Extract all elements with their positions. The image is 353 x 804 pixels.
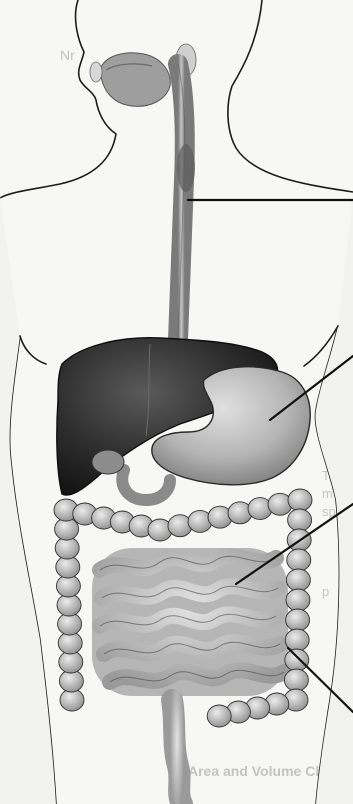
small-intestine	[92, 548, 288, 696]
colon-haustrum	[287, 549, 311, 571]
colon-haustrum	[285, 649, 309, 671]
trachea-shadow	[177, 144, 195, 192]
duodenum	[122, 470, 170, 500]
teeth	[90, 62, 102, 82]
colon-haustrum	[207, 705, 231, 727]
rectum	[172, 700, 182, 804]
colon-haustrum	[288, 489, 312, 511]
tongue	[100, 53, 170, 107]
gallbladder	[92, 450, 124, 474]
head-neck-outline-left	[0, 0, 116, 198]
bleed-text-fragment: m	[322, 486, 333, 501]
colon-haustrum	[284, 669, 308, 691]
head-neck-outline-right	[228, 0, 353, 192]
rib-crease-left	[20, 336, 46, 364]
colon-haustrum	[286, 609, 310, 631]
bleed-text-fragment: p	[322, 584, 329, 599]
colon-haustrum	[286, 569, 310, 591]
bleed-text-fragment: Nr	[60, 47, 75, 63]
colon-haustrum	[288, 509, 312, 531]
colon-haustrum	[286, 589, 310, 611]
arm-left	[0, 196, 56, 804]
